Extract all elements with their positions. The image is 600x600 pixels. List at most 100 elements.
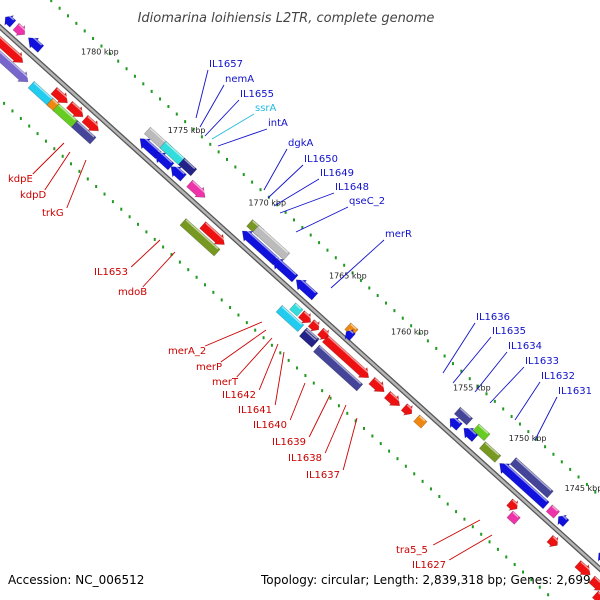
- gene-feature: [186, 179, 207, 198]
- gene-feature: [453, 406, 474, 426]
- gene-label: kdpD: [20, 190, 46, 201]
- accession-text: Accession: NC_006512: [8, 573, 145, 587]
- gene-feature: [506, 510, 521, 525]
- gene-feature: [0, 25, 25, 63]
- scale-marker: 1780 kbp: [81, 47, 119, 56]
- gene-feature: [368, 376, 386, 393]
- gene-feature: [179, 218, 221, 257]
- map-title: Idiomarina loihiensis L2TR, complete gen…: [138, 11, 435, 26]
- gene-label: mdoB: [118, 287, 147, 298]
- gene-label: IL1634: [508, 341, 542, 352]
- gene-feature: [506, 498, 519, 511]
- scale-marker: 1745 kbp: [565, 484, 600, 493]
- gene-feature: [27, 80, 57, 109]
- genome-backbone: [0, 23, 600, 573]
- gene-feature: [50, 86, 69, 104]
- gene-feature: [463, 425, 479, 443]
- gene-label: IL1640: [253, 420, 287, 431]
- scale-marker: 1755 kbp: [453, 383, 491, 392]
- gene-feature: [472, 423, 491, 442]
- gene-feature: [307, 319, 321, 332]
- gene-feature: [574, 560, 592, 576]
- gene-feature: [478, 441, 502, 463]
- gene-feature: [546, 534, 559, 548]
- scale-marker: 1765 kbp: [329, 271, 367, 280]
- gene-label: IL1636: [476, 312, 510, 323]
- gene-feature: [155, 150, 175, 171]
- gene-feature: [52, 103, 78, 128]
- gene-feature: [413, 414, 428, 429]
- gene-label: IL1638: [288, 453, 322, 464]
- gene-feature: [289, 302, 304, 317]
- gene-label: dgkA: [288, 138, 313, 149]
- gene-feature: [344, 329, 356, 341]
- gene-label: merR: [385, 229, 412, 240]
- gene-label: merT: [212, 377, 239, 388]
- gene-feature: [0, 38, 30, 83]
- gene-label: merA_2: [168, 346, 206, 357]
- gene-label: IL1642: [222, 390, 256, 401]
- gene-label: trkG: [42, 208, 64, 219]
- gene-label: IL1657: [209, 59, 243, 70]
- gene-feature: [588, 575, 600, 591]
- gene-label: IL1637: [306, 470, 340, 481]
- gene-features: [0, 14, 600, 600]
- gene-feature: [12, 22, 27, 36]
- gene-label: IL1633: [525, 356, 559, 367]
- gene-label: tra5_5: [396, 545, 428, 556]
- gene-feature: [159, 140, 188, 168]
- gene-feature: [65, 100, 85, 118]
- gene-label: IL1655: [240, 89, 274, 100]
- gene-label: IL1641: [238, 405, 272, 416]
- gene-label: IL1632: [541, 371, 575, 382]
- gene-feature: [312, 344, 364, 392]
- gene-feature: [241, 228, 280, 266]
- gene-label: nemA: [225, 74, 254, 85]
- gene-feature: [545, 504, 561, 519]
- gene-feature: [252, 224, 291, 261]
- gene-feature: [275, 304, 305, 333]
- gene-feature: [71, 120, 97, 145]
- scale-marker: 1750 kbp: [509, 434, 547, 443]
- genome-summary-text: Topology: circular; Length: 2,839,318 bp…: [261, 573, 591, 587]
- gene-feature: [177, 157, 198, 177]
- gene-label: intA: [268, 118, 288, 129]
- gene-feature: [509, 457, 554, 499]
- scale-marker: 1775 kbp: [168, 126, 206, 135]
- gene-feature: [199, 221, 226, 245]
- gene-feature: [449, 416, 463, 431]
- gene-label: IL1653: [94, 267, 128, 278]
- scale-marker: 1760 kbp: [391, 327, 429, 336]
- gene-feature: [321, 334, 371, 379]
- gene-label: merP: [196, 362, 222, 373]
- gene-feature: [81, 114, 100, 132]
- gene-label: ssrA: [255, 103, 277, 114]
- gene-feature: [383, 390, 402, 407]
- gene-feature: [297, 310, 312, 324]
- gene-feature: [597, 551, 600, 564]
- scale-markers: 1780 kbp 1775 kbp 1770 kbp 1765 kbp 1760 kbp…: [81, 47, 600, 493]
- gene-label: IL1635: [492, 326, 526, 337]
- gene-feature: [272, 256, 299, 283]
- gene-label: IL1649: [320, 168, 354, 179]
- gene-label: kdpE: [8, 174, 33, 185]
- gene-label: IL1639: [272, 437, 306, 448]
- gene-feature: [4, 14, 17, 28]
- gene-feature: [170, 164, 187, 182]
- gene-feature: [591, 590, 600, 600]
- gene-label: IL1627: [412, 560, 446, 571]
- gene-label: IL1631: [558, 386, 592, 397]
- gene-label: qseC_2: [349, 196, 385, 207]
- gene-feature: [28, 35, 45, 53]
- gene-feature: [400, 403, 414, 416]
- gene-feature: [317, 327, 330, 341]
- gene-feature: [298, 329, 319, 348]
- gene-label: IL1648: [335, 182, 369, 193]
- gene-feature: [499, 460, 550, 510]
- gene-label: IL1650: [304, 154, 338, 165]
- gene-feature: [557, 514, 570, 528]
- scale-marker: 1770 kbp: [248, 199, 286, 208]
